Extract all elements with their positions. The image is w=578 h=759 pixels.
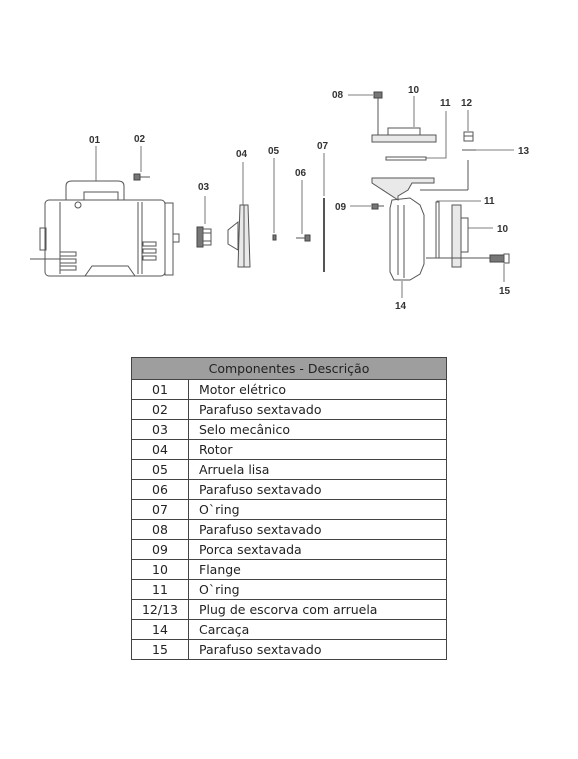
part-number: 07 [131,499,189,520]
part-number: 06 [131,479,189,500]
label-05: 05 [268,146,280,157]
label-11b: 11 [484,196,495,207]
part-description: Motor elétrico [188,379,447,400]
screw-02-drawing [133,173,150,181]
label-02: 02 [134,134,146,145]
part-number: 15 [131,639,189,660]
screw-08-drawing [373,91,383,108]
screw-06-drawing [296,234,311,242]
label-07: 07 [317,141,329,152]
label-10b: 10 [497,224,509,235]
part-description: Parafuso sextavado [188,519,447,540]
part-description: O`ring [188,499,447,520]
label-04: 04 [236,149,248,160]
screw-15-drawing [426,253,510,264]
part-number: 04 [131,439,189,460]
label-06: 06 [295,168,307,179]
rotor-drawing [227,204,251,268]
label-13: 13 [518,146,530,157]
mechanical-seal-drawing [196,226,212,248]
part-description: Porca sextavada [188,539,447,560]
part-number: 11 [131,579,189,600]
part-number: 03 [131,419,189,440]
label-10a: 10 [408,85,420,96]
part-number: 12/13 [131,599,189,620]
part-number: 08 [131,519,189,540]
part-number: 01 [131,379,189,400]
oring-11-side-drawing [435,201,440,259]
part-number: 05 [131,459,189,480]
part-description: Plug de escorva com arruela [188,599,447,620]
priming-plug-drawing [463,131,474,142]
label-14: 14 [395,301,407,312]
casing-drawing [371,160,469,281]
part-number: 10 [131,559,189,580]
table-header-row: Componentes - Descrição [131,357,447,380]
part-description: O`ring [188,579,447,600]
top-flange-drawing [371,108,437,143]
part-description: Selo mecânico [188,419,447,440]
side-flange-drawing [451,204,469,268]
part-number: 09 [131,539,189,560]
motor-drawing [30,180,180,277]
nut-09-drawing [371,203,384,210]
label-03: 03 [198,182,210,193]
part-description: Flange [188,559,447,580]
part-description: Rotor [188,439,447,460]
label-12: 12 [461,98,473,109]
part-description: Carcaça [188,619,447,640]
table-header: Componentes - Descrição [131,357,447,380]
part-description: Arruela lisa [188,459,447,480]
label-01: 01 [89,135,101,146]
label-11a: 11 [440,98,451,109]
exploded-view-diagram: 01 02 03 04 05 06 07 08 [30,85,530,312]
label-08: 08 [332,90,344,101]
oring-11-top-drawing [385,156,427,161]
part-description: Parafuso sextavado [188,479,447,500]
label-15: 15 [499,286,511,297]
label-09: 09 [335,202,347,213]
part-description: Parafuso sextavado [188,639,447,660]
part-number: 14 [131,619,189,640]
part-number: 02 [131,399,189,420]
part-description: Parafuso sextavado [188,399,447,420]
washer-drawing [272,234,277,241]
